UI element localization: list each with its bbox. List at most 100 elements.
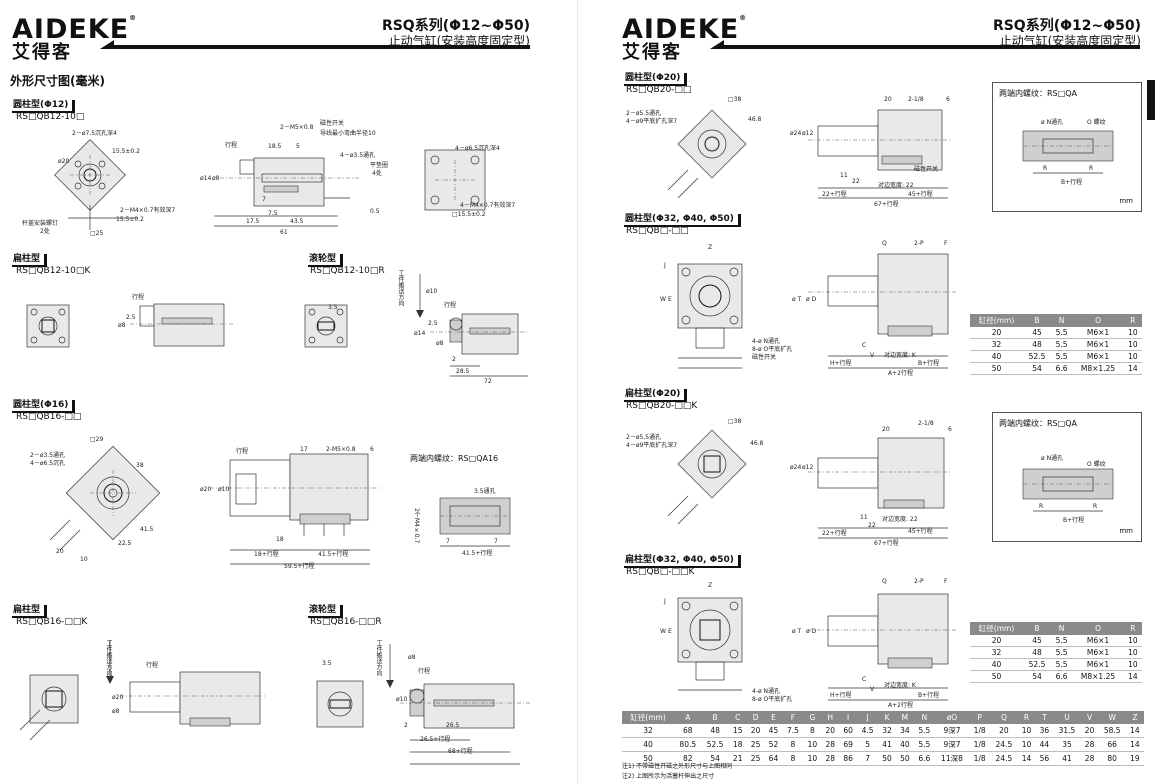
section-tag-r12: 圆柱型(Φ12): [12, 100, 76, 113]
spec-table-main-col-header: V: [1080, 711, 1099, 724]
spec-table-main-cell: 5.5: [913, 724, 935, 738]
dim-f32-bs: B+行程: [918, 692, 940, 699]
dim-g12-72: 72: [484, 378, 492, 385]
model-f20: RS□QB20-□□K: [626, 401, 698, 411]
dim-r32-v: V: [870, 352, 875, 359]
dim-r16-225: 22.5: [118, 540, 132, 547]
section-tag-f16: 扁柱型: [12, 605, 48, 618]
dim-r16-18: 18: [276, 536, 284, 543]
drawing-r32-front: [677, 263, 743, 369]
spec-table-small-2-cell: M6×1: [1072, 646, 1124, 659]
dim-f20-20: 20: [882, 426, 890, 433]
brand-logo: AIDEKE®: [12, 14, 138, 45]
spec-table-main-col-header: U: [1053, 711, 1081, 724]
dim-r32-j: J: [664, 262, 666, 269]
header-rule-right: [720, 45, 1140, 49]
spec-table-small-1-cell: 20: [970, 327, 1024, 339]
spec-table-main-cell: 52: [764, 737, 783, 752]
brand-logo-right: AIDEKE®: [622, 14, 748, 45]
dim-g16-265: 26.5: [446, 722, 460, 729]
section-tag-r20: 圆柱型(Φ20): [624, 73, 688, 86]
spec-table-small-2-cell: 14: [1123, 670, 1142, 683]
footnote-2: 注2) 上图所示为活塞杆伸出之尺寸: [622, 773, 715, 780]
spec-table-small-1-cell: 54: [1023, 362, 1051, 375]
dim-r32-o: 8-ø O平底扩孔: [752, 346, 793, 353]
section-tag-f20: 扁柱型(Φ20): [624, 389, 688, 402]
spec-table-small-1-col-header: N: [1050, 314, 1073, 327]
drawing-r20-side: [808, 109, 950, 199]
dim-r16-41s: 41.5+行程: [318, 551, 349, 558]
spec-table-main-cell: 24.5: [990, 751, 1018, 766]
dim-g16-stroke: 行程: [418, 668, 431, 675]
spec-table-main-cell: 82: [674, 751, 702, 766]
dim-r16-h1: 2－ø3.5通孔: [30, 452, 66, 459]
footnote-1: 注1) 不带磁性开磁之外形尺寸与上图相同: [622, 763, 733, 770]
dim-g12-25: 2.5: [428, 320, 438, 327]
dim-15: 15.5±0.2: [112, 148, 140, 155]
drawing-f16-front: [19, 674, 79, 741]
dim-r16-20: 20: [56, 548, 64, 555]
spec-table-main-cell: 86: [839, 751, 858, 766]
thread-box-2-unit: mm: [1119, 527, 1133, 535]
spec-table-main-cell: 14: [1125, 724, 1144, 738]
dim-r32-t: ø T: [792, 296, 802, 303]
spec-table-main-cell: 50: [878, 751, 896, 766]
spec-table-main-cell: 14: [1017, 751, 1036, 766]
dim-r32-f: F: [944, 240, 948, 247]
dim-g16-dir: 工件搬送方向: [375, 640, 382, 676]
dim-f16-stroke: 行程: [146, 662, 159, 669]
dim-f20-h1: 2－ø5.5通孔: [626, 434, 662, 441]
dim-15c: □15.5±0.2: [452, 211, 486, 218]
spec-table-small-1-cell: 14: [1123, 362, 1142, 375]
dim-r20-h1: 2－ø5.5通孔: [626, 110, 662, 117]
dim-f32-t: ø T: [792, 628, 802, 635]
spec-table-small-2-cell: 48: [1023, 646, 1051, 659]
dim-175: 17.5: [246, 218, 260, 225]
dim-r16-stroke: 行程: [236, 448, 249, 455]
spec-table-main-cell: 80.5: [674, 737, 702, 752]
spec-table-main-cell: 20: [746, 724, 765, 738]
dim-435: 43.5: [290, 218, 304, 225]
thread-r16-title: 两端内螺纹：RS□QA16: [410, 454, 499, 463]
dim-f20-h2: 4－ø9平底扩孔深7: [626, 442, 678, 449]
series-subtitle-right: 止动气缸(安装高度固定型): [999, 34, 1141, 48]
spec-table-small-2-col-header: R: [1123, 622, 1142, 635]
spec-table-main-col-header: W: [1098, 711, 1126, 724]
spec-table-main-col-header: F: [782, 711, 804, 724]
spec-table-main-cell: 40: [622, 737, 675, 752]
thread-box-2-r: R: [1039, 503, 1044, 510]
spec-table-main-cell: 10: [1017, 724, 1036, 738]
dim-g16-265s: 26.5+行程: [420, 736, 451, 743]
spec-table-small-2-cell: 20: [970, 635, 1024, 647]
section-tag-g12: 滚轮型: [308, 254, 344, 267]
dim-f20-phi24: ø24: [790, 464, 802, 471]
dim-f32-as: A+2行程: [888, 702, 913, 709]
spec-table-small-1-cell: 50: [970, 362, 1024, 375]
spec-table-main-cell: 1/8: [969, 751, 991, 766]
dim-sw2: 导线最小弯曲半径10: [320, 130, 376, 137]
drawing-f12-side: [130, 303, 234, 347]
dim-r20-67s: 67+行程: [874, 201, 899, 208]
drawing-g12-front: [304, 304, 348, 348]
dim-r20-38: □38: [728, 96, 742, 103]
dim-r20-opp: 对边宽度: 22: [878, 182, 914, 189]
dim-g16-phi10: ø10: [396, 696, 408, 703]
spec-table-small-1-col-header: O: [1072, 314, 1124, 327]
dim-r16-7b: 7: [494, 538, 498, 545]
dim-flat2: 4处: [372, 170, 382, 177]
spec-table-small-2-col-header: O: [1072, 622, 1124, 635]
model-g16: RS□QB16-□□R: [310, 617, 382, 627]
spec-table-main-cell: 28: [1080, 737, 1099, 752]
spec-table-main-cell: 40: [895, 737, 914, 752]
spec-table-main-cell: 9深7: [934, 737, 970, 752]
spec-table-main-cell: 5.5: [913, 737, 935, 752]
dim-g12-phi10: ø10: [426, 288, 438, 295]
model-r20: RS□QB20-□□: [626, 85, 692, 95]
model-r16: RS□QB16-□□: [16, 412, 82, 422]
spec-table-small-1-cell: 5.5: [1050, 327, 1073, 339]
